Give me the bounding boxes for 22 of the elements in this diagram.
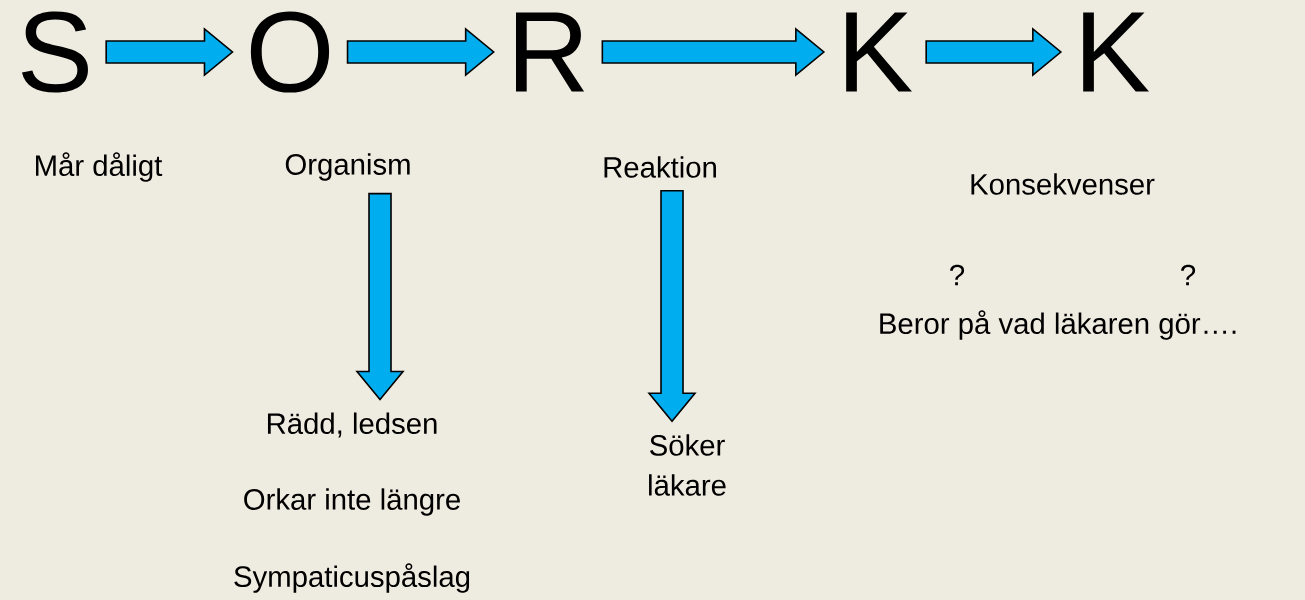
- step-text: Söker läkare: [649, 434, 726, 496]
- block-arrow: [601, 27, 826, 77]
- letter: S: [21, 11, 88, 93]
- letter: K: [846, 12, 912, 92]
- block-arrow: [355, 192, 405, 401]
- note-text: ?: [950, 264, 965, 286]
- note-text: Sympaticuspåslag: [234, 563, 470, 593]
- step-text: Reaktion: [604, 156, 716, 178]
- note-text: Beror på vad läkaren gör….: [880, 310, 1236, 340]
- note-text: Konsekvenser: [971, 173, 1155, 195]
- note-text: ?: [1181, 264, 1196, 286]
- letter: R: [516, 12, 585, 92]
- letter: O: [250, 11, 330, 93]
- note-text: Mår dåligt: [36, 152, 163, 182]
- block-arrow: [105, 27, 234, 77]
- step-text: Rädd, ledsen: [268, 412, 437, 438]
- block-arrow: [925, 27, 1063, 77]
- letter: K: [1083, 12, 1149, 92]
- note-text: Orkar inte längre: [244, 488, 460, 516]
- block-arrow: [647, 189, 697, 423]
- block-arrow: [346, 27, 495, 77]
- step-text: Organism: [285, 153, 410, 181]
